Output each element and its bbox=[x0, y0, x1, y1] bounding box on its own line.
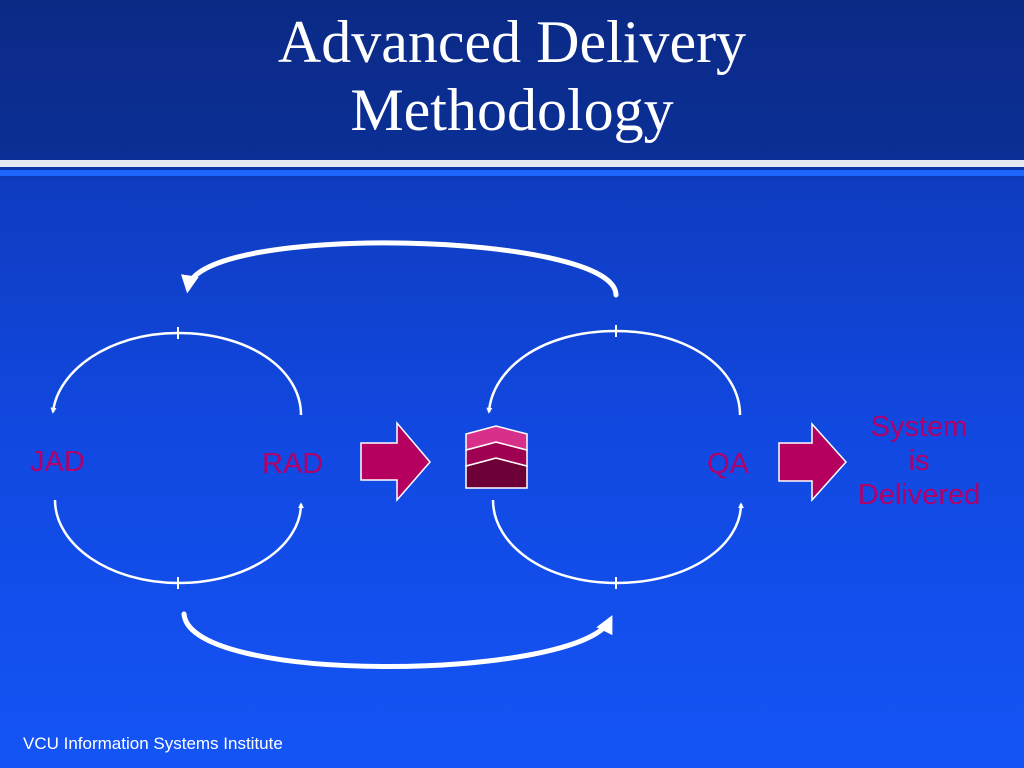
delivered-line-3: Delivered bbox=[857, 479, 981, 511]
slide-title: Advanced Delivery Methodology bbox=[0, 8, 1024, 144]
system-delivered-label: System is Delivered bbox=[846, 410, 992, 512]
title-line-1: Advanced Delivery bbox=[277, 9, 747, 75]
bottom-forward-arrow bbox=[181, 611, 613, 669]
qa-label: QA bbox=[707, 448, 749, 480]
delivered-line-2: is bbox=[908, 445, 930, 477]
left-cycle-top-arc bbox=[50, 331, 303, 416]
right-cycle-bottom-arc bbox=[491, 499, 744, 585]
footer-text: VCU Information Systems Institute bbox=[23, 734, 283, 753]
title-line-2: Methodology bbox=[350, 77, 674, 143]
top-return-arrow bbox=[181, 240, 619, 298]
title-divider-white bbox=[0, 160, 1024, 167]
rad-to-build-arrow-icon bbox=[360, 420, 431, 503]
delivered-line-1: System bbox=[870, 411, 968, 443]
stacked-chevrons-icon bbox=[465, 425, 528, 489]
right-cycle-top-arc bbox=[486, 329, 742, 416]
title-divider-blue bbox=[0, 170, 1024, 176]
rad-label: RAD bbox=[262, 448, 324, 480]
qa-to-delivered-arrow-icon bbox=[778, 422, 848, 502]
left-cycle-bottom-arc bbox=[53, 499, 304, 585]
jad-label: JAD bbox=[30, 446, 85, 478]
